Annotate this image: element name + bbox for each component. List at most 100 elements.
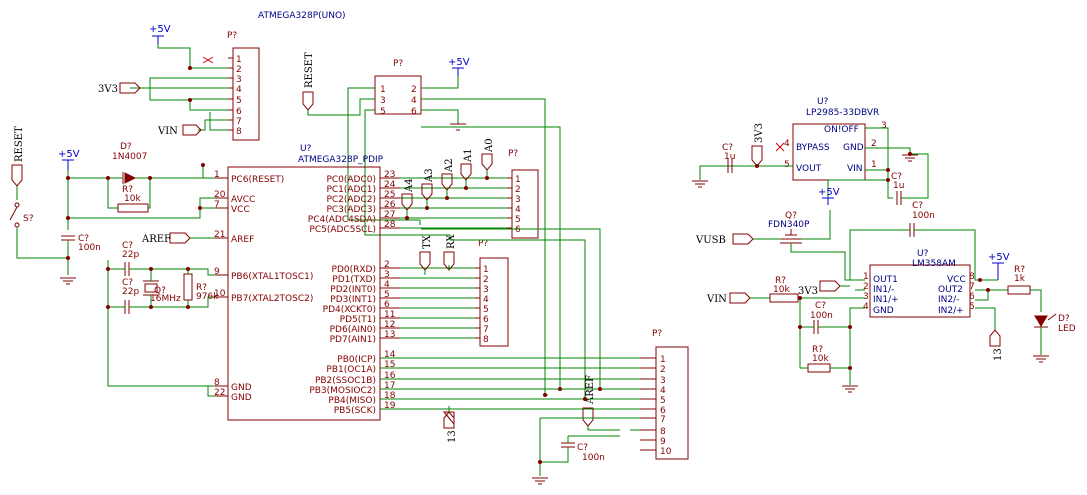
svg-text:VIN: VIN <box>157 126 178 137</box>
svg-text:VCC: VCC <box>947 275 966 285</box>
mcu-pin-name: PD2(INT0) <box>330 285 376 295</box>
svg-text:AREF: AREF <box>585 375 596 405</box>
digital-low-header-pin: 5 <box>483 305 489 315</box>
mcu-pin-number: 28 <box>384 220 396 230</box>
mcu-pin-number: 1 <box>214 170 220 180</box>
plus5v-symbol-icsp: +5V <box>448 57 470 76</box>
svg-text:5: 5 <box>784 160 790 170</box>
mcu-pin-name: PB1(OC1A) <box>326 365 376 375</box>
svg-text:8: 8 <box>969 272 975 282</box>
mcu-pin-number: 22 <box>214 388 225 398</box>
svg-text:VOUT: VOUT <box>796 164 822 174</box>
svg-text:RESET: RESET <box>304 52 315 88</box>
mcu-pin-name: PB4(MISO) <box>328 396 376 406</box>
cap-divider: C? 100n <box>810 301 833 334</box>
net-label: A0 <box>484 138 495 153</box>
mcu-pin-number: 26 <box>384 200 396 210</box>
svg-text:VIN: VIN <box>706 294 727 305</box>
mcu-pin-number: 12 <box>384 320 395 330</box>
mcu-pin-name: PB5(SCK) <box>334 406 376 416</box>
svg-text:VUSB: VUSB <box>695 235 726 246</box>
plus5v-symbol-top: +5V <box>149 24 171 44</box>
svg-text:C?: C? <box>891 172 902 182</box>
power-header-pin: 8 <box>236 127 242 137</box>
svg-text:3V3: 3V3 <box>98 84 118 95</box>
digital-high-header-pin: 9 <box>660 437 666 447</box>
digital-low-header-pin: 4 <box>483 295 489 305</box>
mcu-pin-number: 20 <box>214 190 226 200</box>
digital-high-header-pin: 3 <box>660 376 666 386</box>
svg-text:Q?: Q? <box>154 286 166 296</box>
svg-text:4: 4 <box>863 302 869 312</box>
net-a2-flag: A2 <box>441 158 455 200</box>
svg-text:IN2/-: IN2/- <box>938 295 959 305</box>
power-header-pin: 4 <box>236 85 242 95</box>
mcu-pin-number: 11 <box>384 310 395 320</box>
net-3v3-flag-opamp: 3V3 <box>798 280 841 297</box>
svg-text:RX: RX <box>446 233 457 249</box>
reset-switch: S? <box>9 202 34 228</box>
mcu-pin-name: PD3(INT1) <box>330 295 376 305</box>
analog-header-pin: 2 <box>515 185 521 195</box>
mcu-pin-name: PC1(ADC1) <box>326 185 376 195</box>
svg-text:IN1/+: IN1/+ <box>873 295 899 305</box>
svg-text:ON!OFF: ON!OFF <box>824 125 859 135</box>
svg-text:Q?: Q? <box>785 211 797 221</box>
svg-text:D?: D? <box>120 142 132 152</box>
svg-text:C?: C? <box>122 241 133 251</box>
digital-high-header-pin: 8 <box>660 427 666 437</box>
icsp-pin-left: 3 <box>380 96 386 106</box>
net-vusb-label: VUSB <box>695 233 754 246</box>
svg-text:R?: R? <box>196 283 207 293</box>
gnd-left <box>60 277 76 285</box>
svg-text:AREF: AREF <box>141 234 171 245</box>
mcu-pin-name: PD7(AIN1) <box>330 335 376 345</box>
svg-text:P?: P? <box>393 59 403 69</box>
svg-text:D?: D? <box>1058 314 1070 324</box>
cap-bulk: C? 100n <box>909 201 935 237</box>
svg-text:FDN340P: FDN340P <box>768 220 810 230</box>
mcu-pin-number: 13 <box>384 330 395 340</box>
svg-text:U?: U? <box>817 97 829 107</box>
mcu-pin-number: 2 <box>384 260 390 270</box>
net-a3-flag: A3 <box>421 168 435 210</box>
opamp-lm358: U? LM358AM OUT1 1 IN1/- 2 IN1/+ 3 GND 4 … <box>863 249 975 318</box>
svg-text:100n: 100n <box>810 311 833 321</box>
digital-high-header-pin: 10 <box>660 447 672 457</box>
mcu-pin-number: 19 <box>384 401 396 411</box>
svg-text:P?: P? <box>652 329 662 339</box>
digital-high-header-pin: 2 <box>660 365 666 375</box>
digital-high-header-pin: 1 <box>660 355 666 365</box>
mcu-pin-number: 8 <box>214 378 220 388</box>
cap-xtal1: C? 22p <box>122 241 139 276</box>
mcu-pin-name: PC6(RESET) <box>231 175 284 185</box>
net-13-flag-opamp: 13 <box>989 329 1004 361</box>
digital-low-header-pin: 2 <box>483 275 489 285</box>
svg-text:100n: 100n <box>582 453 605 463</box>
mcu-pin-name: PC0(ADC0) <box>326 175 376 185</box>
led: D? LED <box>1034 313 1076 334</box>
digital-high-header-pin: 4 <box>660 386 666 396</box>
svg-text:1N4007: 1N4007 <box>112 152 147 162</box>
svg-text:13: 13 <box>993 348 1004 361</box>
svg-text:C?: C? <box>577 443 588 453</box>
mcu-pin-number: 9 <box>214 267 220 277</box>
mcu-pin-number: 6 <box>384 300 390 310</box>
mcu-pin-number: 15 <box>384 360 395 370</box>
mcu-pin-name: AVCC <box>231 195 255 205</box>
cap-avcc: C? 100n <box>61 234 101 253</box>
net-tx-flag: TX <box>419 234 433 271</box>
digital-high-header-pin: 5 <box>660 396 666 406</box>
net-vin-label-left: VIN <box>157 124 202 137</box>
net-label: A4 <box>404 178 415 193</box>
power-header-pin: 7 <box>236 117 242 127</box>
svg-text:TX: TX <box>422 234 433 249</box>
svg-text:RESET: RESET <box>14 126 25 162</box>
mcu-pin-name: PD1(TXD) <box>332 275 376 285</box>
mcu-pin-number: 5 <box>384 290 390 300</box>
net-reset-flag-left: RESET <box>11 126 25 187</box>
